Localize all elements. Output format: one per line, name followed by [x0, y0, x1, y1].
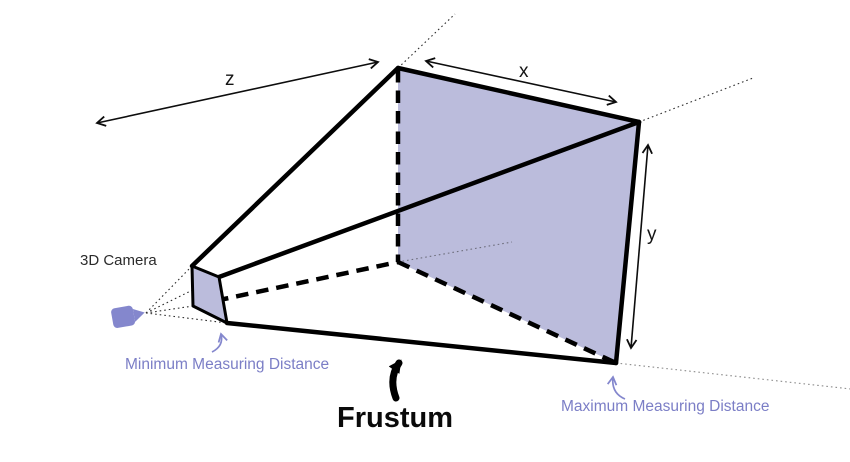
min-distance-label: Minimum Measuring Distance — [125, 356, 330, 373]
near-plane — [190, 264, 229, 325]
x-dimension-arrow — [426, 61, 616, 102]
z-dimension-arrow — [97, 62, 378, 123]
x-dimension-label: x — [519, 61, 529, 82]
hidden-edges — [195, 70, 617, 366]
max-distance-label: Maximum Measuring Distance — [561, 398, 770, 415]
max-distance-pointer-arrow — [613, 377, 626, 400]
frustum-label: Frustum — [337, 402, 453, 434]
y-dimension-arrow — [631, 145, 648, 348]
perspective-rays — [145, 265, 228, 324]
frustum-pointer-arrow — [388, 359, 403, 402]
min-distance-pointer-arrow — [211, 334, 222, 353]
perspective-ray-extensions — [397, 13, 850, 390]
y-dimension-label: y — [647, 224, 657, 245]
z-dimension-label: z — [225, 69, 235, 90]
video-camera-icon — [111, 305, 145, 328]
camera-label: 3D Camera — [80, 252, 157, 269]
